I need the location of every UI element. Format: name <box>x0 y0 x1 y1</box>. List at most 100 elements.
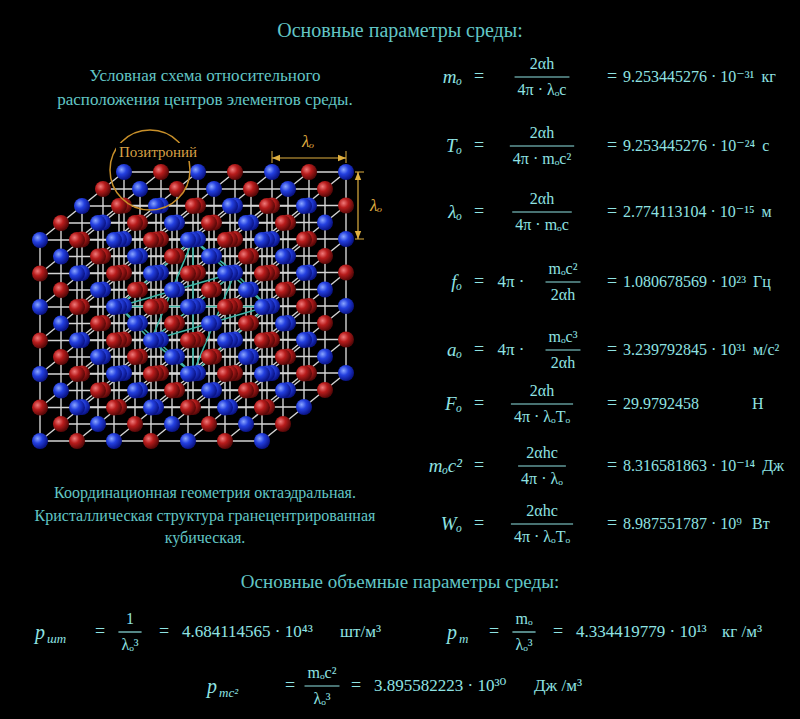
formula-term: = <box>285 675 295 697</box>
red-sphere <box>338 265 354 281</box>
caption-text: Координационная геометрия октаэдральная.… <box>30 482 380 549</box>
fraction-bar <box>305 685 340 686</box>
extension-line <box>355 239 364 240</box>
red-sphere <box>185 198 201 214</box>
red-sphere <box>90 383 106 399</box>
blue-sphere <box>338 231 354 247</box>
formula-term: Дж <box>762 456 784 475</box>
blue-sphere <box>164 349 180 365</box>
blue-sphere <box>90 215 106 231</box>
formula-symbol: mc² <box>219 685 238 701</box>
formula-term: кг <box>761 67 775 86</box>
formula-term: = <box>489 621 499 643</box>
blue-sphere <box>127 249 143 265</box>
blue-sphere <box>238 416 254 432</box>
dimension-line <box>357 172 358 239</box>
blue-sphere <box>90 282 106 298</box>
formula-term: с <box>762 136 769 155</box>
blue-sphere <box>106 299 122 315</box>
blue-sphere <box>32 299 48 315</box>
blue-sphere <box>127 383 143 399</box>
blue-sphere <box>275 249 291 265</box>
blue-sphere <box>74 198 90 214</box>
formula-term: 4π · λₒc <box>518 80 567 99</box>
fraction-bar <box>546 281 581 282</box>
formula-term: 4π · <box>498 272 525 292</box>
blue-sphere <box>338 164 354 180</box>
red-sphere <box>69 433 85 449</box>
formula-term: mₒc³ <box>549 327 578 346</box>
fraction-bar <box>118 631 141 632</box>
red-sphere <box>201 416 217 432</box>
blue-sphere <box>143 266 159 282</box>
blue-sphere <box>69 333 85 349</box>
dimension-label: λₒ <box>302 132 314 152</box>
formula-term: = <box>607 513 617 535</box>
red-sphere <box>90 316 106 332</box>
blue-sphere <box>201 316 217 332</box>
formula-term: 2αh <box>551 353 575 372</box>
formula-term: mₒ <box>515 609 532 628</box>
blue-sphere <box>32 433 48 449</box>
red-sphere <box>201 349 217 365</box>
extension-line <box>355 172 364 173</box>
formula-term: 2αh <box>530 189 554 208</box>
red-sphere <box>238 249 254 265</box>
blue-sphere <box>32 366 48 382</box>
blue-sphere <box>275 316 291 332</box>
formula-term: 2αhc <box>526 443 557 462</box>
blue-sphere <box>116 164 132 180</box>
blue-sphere <box>143 333 159 349</box>
blue-sphere <box>254 433 270 449</box>
formula-term: = <box>474 271 484 293</box>
blue-sphere <box>32 232 48 248</box>
red-sphere <box>317 181 333 197</box>
red-sphere <box>32 266 48 282</box>
blue-sphere <box>275 383 291 399</box>
red-sphere <box>217 433 233 449</box>
red-sphere <box>275 416 291 432</box>
blue-sphere <box>148 198 164 214</box>
red-sphere <box>53 416 69 432</box>
formula-symbol: шт <box>47 631 66 647</box>
fraction-bar <box>510 145 574 146</box>
fraction-bar <box>546 349 581 350</box>
formula-term: 2.774113104 · 10⁻¹⁵ <box>623 202 755 221</box>
formula-term: кг /м³ <box>722 622 762 642</box>
blue-sphere <box>180 232 196 248</box>
formula-term: λₒ³ <box>121 635 138 654</box>
formula-term: λₒ³ <box>313 689 330 708</box>
red-sphere <box>238 383 254 399</box>
formula-term: = <box>95 621 105 643</box>
blue-sphere <box>338 298 354 314</box>
formula-term: 4π · mₒc² <box>513 149 571 168</box>
red-sphere <box>143 433 159 449</box>
formula-term: = <box>474 201 484 223</box>
blue-sphere <box>164 416 180 432</box>
formula-term: 2αh <box>551 285 575 304</box>
blue-sphere <box>217 333 233 349</box>
red-sphere <box>143 299 159 315</box>
red-sphere <box>69 366 85 382</box>
formula-term: mₒc² <box>549 259 578 278</box>
formula-symbol: Tₒ <box>446 135 462 158</box>
red-sphere <box>32 400 48 416</box>
octahedron-edge <box>151 240 193 341</box>
lattice-illustration <box>32 164 354 449</box>
blue-sphere <box>190 164 206 180</box>
blue-sphere <box>238 215 254 231</box>
blue-sphere <box>280 181 296 197</box>
blue-sphere <box>53 249 69 265</box>
blue-sphere <box>254 299 270 315</box>
formula-symbol: m <box>459 631 468 647</box>
blue-sphere <box>106 366 122 382</box>
formula-term: 1 <box>126 609 134 628</box>
formula-term: 8.316581863 · 10⁻¹⁴ <box>623 456 755 475</box>
red-sphere <box>32 333 48 349</box>
formula-term: Дж /м³ <box>534 676 582 696</box>
red-sphere <box>106 333 122 349</box>
blue-sphere <box>180 366 196 382</box>
positronium-ring <box>110 130 190 210</box>
red-sphere <box>153 164 169 180</box>
blue-sphere <box>217 400 233 416</box>
